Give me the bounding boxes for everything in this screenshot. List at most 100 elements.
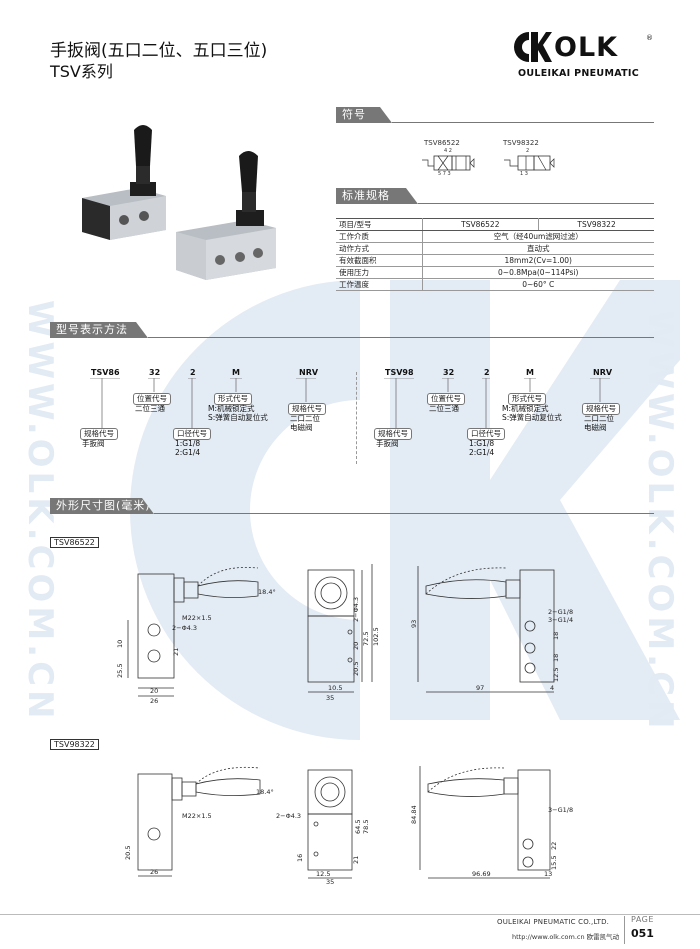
model-code-right-lines	[384, 378, 610, 428]
model-left-series-box: 规格代号	[80, 428, 118, 440]
footer-separator	[624, 916, 625, 944]
spec-row: 有效截面积 18mm2(Cv=1.00)	[336, 254, 654, 267]
spec-row: 工作温度 0~60° C	[336, 278, 654, 291]
dim-a-18a: 18	[552, 632, 560, 640]
section-spec-title: 标准规格	[336, 188, 418, 204]
dim-b-16: 16	[296, 854, 304, 862]
spec-value: 18mm2(Cv=1.00)	[422, 254, 654, 267]
section-model: 型号表示方法	[50, 322, 654, 338]
dim-a-10-5: 10.5	[328, 684, 342, 692]
product-photo	[82, 125, 276, 280]
dim-a-10: 10	[116, 640, 124, 648]
model-left-mode-desc: M:机械锁定式 S:弹簧自动复位式	[208, 404, 268, 422]
dim-b-15-5: 15.5	[550, 856, 558, 870]
model-right-port-desc: 1:G1/8 2:G1/4	[469, 439, 495, 457]
dim-a-angle: 18.4°	[258, 588, 276, 596]
watermark-logo	[130, 280, 680, 740]
symbol-right-ports-top: 2	[526, 148, 530, 154]
dim-a-12-5: 12.5	[552, 668, 560, 682]
spec-table: 项目/型号 TSV86522 TSV98322 工作介质 空气（经40um滤网过…	[336, 218, 654, 291]
drawing-b-top-view: 84.84 3−G1/8 22 15.5 96.69 13	[410, 766, 573, 879]
dim-a-20: 20	[150, 687, 158, 695]
model-right-type-desc: 二口二位 电磁阀	[584, 414, 614, 432]
symbol-left-label: TSV86522	[424, 139, 460, 147]
spec-row: 动作方式 直动式	[336, 242, 654, 255]
spec-key: 工作介质	[336, 230, 423, 243]
model-right-position-desc: 二位三通	[429, 404, 459, 413]
spec-value: 空气（经40um滤网过滤）	[422, 230, 654, 243]
section-symbol-title: 符号	[336, 107, 392, 123]
page-title: 手扳阀(五口二位、五口三位)	[50, 41, 268, 61]
symbol-right-label: TSV98322	[503, 139, 539, 147]
model-right-port-box: 口径代号	[467, 428, 505, 440]
dim-a-20b: 20	[352, 642, 360, 650]
model-left-position-desc: 二位三通	[135, 404, 165, 413]
symbol-left-ports-bottom: 5 7 3	[438, 171, 451, 177]
model-right-series-code: TSV98	[385, 368, 414, 377]
dim-a-g18: 2−G1/8	[548, 608, 573, 616]
model-right-mode-code: M	[526, 368, 534, 377]
brand-mark-icon	[514, 32, 552, 62]
dim-a-97: 97	[476, 684, 484, 692]
dim-a-102-5: 102.5	[372, 627, 380, 646]
valve-photo-2	[176, 151, 276, 280]
section-spec-rule	[418, 203, 654, 204]
model-right-series-box: 规格代号	[374, 428, 412, 440]
model-left-mode-code: M	[232, 368, 240, 377]
dim-b-12-5: 12.5	[316, 870, 330, 878]
footer-website: http://www.olk.com.cn 欧雷凯气动	[512, 933, 620, 941]
dim-b-84-84: 84.84	[410, 805, 418, 824]
dim-b-78-5: 78.5	[362, 820, 370, 834]
dim-a-25-5: 25.5	[116, 664, 124, 678]
symbol-right-diagram	[504, 155, 555, 171]
drawing-a-top-view: 93 97 2−G1/8 3−G1/4 18 18 12.5 4	[410, 566, 573, 693]
model-left-type-code: NRV	[299, 368, 319, 377]
model-left-port-desc: 1:G1/8 2:G1/4	[175, 439, 201, 457]
dim-b-96-69: 96.69	[472, 870, 491, 878]
dim-a-4: 4	[550, 684, 554, 692]
symbol-left-ports-top: 4 2	[444, 148, 452, 154]
section-dims: 外形尺寸图(毫米)	[50, 498, 654, 514]
spec-header-item: 项目/型号	[336, 218, 423, 231]
dim-b-angle: 18.4°	[256, 788, 274, 796]
footer-page-number: 051	[631, 927, 654, 940]
dim-a-thread: M22×1.5	[182, 614, 212, 622]
model-left-position-code: 32	[149, 368, 161, 377]
dim-a-g14: 3−G1/4	[548, 616, 573, 624]
footer-company: OULEIKAI PNEUMATIC CO.,LTD.	[497, 918, 610, 926]
dim-b-35: 35	[326, 878, 334, 885]
drawing-a-label: TSV86522	[50, 537, 99, 548]
drawing-b-label: TSV98322	[50, 739, 99, 750]
model-code-left-lines	[90, 378, 316, 428]
dim-a-72-5: 72.5	[362, 632, 370, 646]
section-spec: 标准规格	[336, 188, 654, 204]
dim-a-hole: 2−Φ4.3	[172, 624, 197, 632]
watermark-text-right: WWW.OLK.COM.CN	[640, 310, 680, 733]
model-left-port-code: 2	[190, 368, 196, 377]
spec-row: 工作介质 空气（经40um滤网过滤）	[336, 230, 654, 243]
valve-photo-1	[82, 125, 166, 240]
model-left-port-box: 口径代号	[173, 428, 211, 440]
drawing-b-front-view: 2−Φ4.3 64.5 78.5 16 21 12.5 35	[276, 769, 370, 885]
dim-a-21: 21	[172, 648, 180, 656]
model-right-position-code: 32	[443, 368, 455, 377]
spec-header-model-b: TSV98322	[538, 218, 654, 231]
dim-b-64-5: 64.5	[354, 820, 362, 834]
footer-rule	[0, 914, 700, 915]
spec-header-row: 项目/型号 TSV86522 TSV98322	[336, 218, 654, 231]
model-right-type-box: 规格代号	[582, 403, 620, 415]
dim-b-13: 13	[544, 870, 552, 878]
symbol-right-ports-bottom: 1 3	[520, 171, 528, 177]
watermark-text-left: WWW.OLK.COM.CN	[20, 300, 60, 723]
spec-key: 动作方式	[336, 242, 423, 255]
spec-value: 0~0.8Mpa(0~114Psi)	[422, 266, 654, 279]
model-left-series-code: TSV86	[91, 368, 120, 377]
spec-key: 使用压力	[336, 266, 423, 279]
dim-a-26: 26	[150, 697, 158, 705]
dim-a-93: 93	[410, 620, 418, 628]
model-right-position-box: 位置代号	[427, 393, 465, 405]
dim-b-hole: 2−Φ4.3	[276, 812, 301, 820]
dim-a-2phi: 2−Φ4.3	[352, 597, 360, 622]
dim-b-21: 21	[352, 856, 360, 864]
dim-a-20-5: 20.5	[352, 662, 360, 676]
